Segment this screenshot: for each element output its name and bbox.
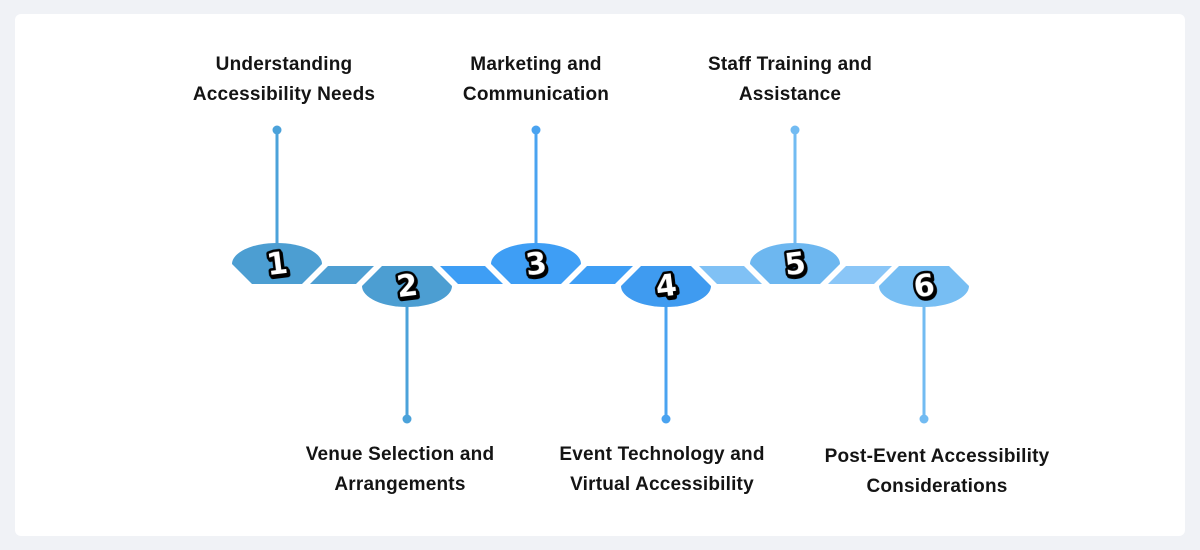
segment-2-3 — [440, 266, 503, 284]
step-3-connector-dot — [531, 125, 541, 135]
step-2-connector-dot — [402, 414, 412, 424]
step-3-label-line-1: Marketing and — [470, 54, 602, 75]
step-2-number: 2 — [395, 268, 420, 305]
step-6-connector-dot — [919, 414, 929, 424]
step-numbers: 1 2 3 4 5 6 — [262, 243, 939, 307]
step-2-shape — [362, 266, 452, 307]
step-3-label: Marketing and Communication — [463, 50, 609, 110]
step-1-label-line-1: Understanding — [215, 54, 353, 75]
connectors — [272, 125, 929, 424]
step-1-label: Understanding Accessibility Needs — [193, 50, 375, 110]
step-4-shape — [621, 266, 711, 307]
step-1-shape — [232, 243, 322, 284]
step-4-label-line-2: Virtual Accessibility — [570, 474, 754, 495]
step-4-label-line-1: Event Technology and — [559, 444, 765, 465]
step-3-number: 3 — [524, 246, 549, 283]
step-5-shape — [750, 243, 840, 284]
step-5-label-line-1: Staff Training and — [707, 54, 873, 75]
segment-1-2 — [310, 266, 374, 284]
step-nodes — [232, 243, 969, 307]
step-6-label-line-1: Post-Event Accessibility — [824, 446, 1050, 467]
step-5-label: Staff Training and Assistance — [708, 50, 872, 110]
step-1-label-line-2: Accessibility Needs — [192, 84, 376, 105]
step-5-number: 5 — [783, 246, 808, 283]
step-3-shape — [491, 243, 581, 284]
step-1-number: 1 — [265, 246, 290, 283]
segment-4-5 — [699, 266, 762, 284]
step-3-label-line-2: Communication — [462, 84, 610, 105]
step-2-label: Venue Selection and Arrangements — [306, 440, 495, 500]
step-4-label: Event Technology and Virtual Accessibili… — [559, 440, 764, 500]
step-6-label: Post-Event Accessibility Considerations — [825, 442, 1050, 502]
step-5-label-line-2: Assistance — [738, 84, 842, 105]
step-6-number: 6 — [912, 268, 937, 305]
step-1-connector-dot — [272, 125, 282, 135]
ribbon-segments — [310, 266, 892, 284]
step-2-label-line-1: Venue Selection and — [305, 444, 495, 465]
step-4-number: 4 — [654, 268, 679, 305]
step-4-connector-dot — [661, 414, 671, 424]
segment-3-4 — [569, 266, 633, 284]
segment-5-6 — [828, 266, 892, 284]
step-5-connector-dot — [790, 125, 800, 135]
step-6-shape — [879, 266, 969, 307]
step-2-label-line-2: Arrangements — [334, 474, 466, 495]
step-6-label-line-2: Considerations — [866, 476, 1008, 497]
